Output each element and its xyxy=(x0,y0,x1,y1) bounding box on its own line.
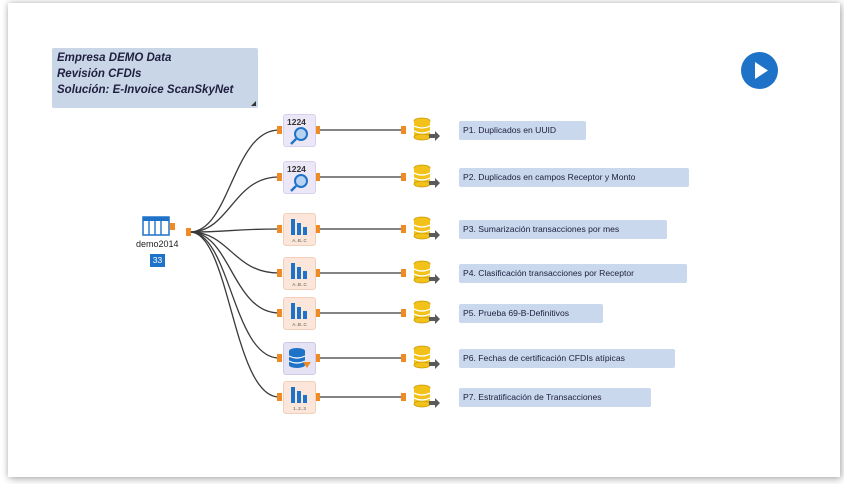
source-label: demo2014 xyxy=(136,239,179,249)
output-node-5[interactable] xyxy=(408,298,442,328)
output-database-icon xyxy=(413,345,440,369)
output-label-5: P5. Prueba 69-B-Definitivos xyxy=(459,304,603,323)
record-count-badge: 33 xyxy=(150,254,165,267)
tool-caption: 1..2..3 xyxy=(293,406,306,411)
run-button[interactable] xyxy=(741,52,778,89)
output-database-icon xyxy=(413,384,440,408)
summarize-icon: A..B..C xyxy=(291,219,307,243)
tool-caption: 1224 xyxy=(287,117,306,127)
workflow-comment-box[interactable]: Empresa DEMO Data Revisión CFDIs Solució… xyxy=(52,48,258,108)
tool-node-7[interactable]: 1..2..3 xyxy=(283,381,316,414)
output-database-icon xyxy=(413,260,440,284)
output-database-icon xyxy=(413,164,440,188)
output-database-icon xyxy=(413,300,440,324)
stratify-icon: 1..2..3 xyxy=(291,387,307,411)
input-table-icon xyxy=(142,216,175,236)
output-label-3: P3. Sumarización transacciones por mes xyxy=(459,220,667,239)
output-label-7: P7. Estratificación de Transacciones xyxy=(459,388,651,407)
tool-node-3[interactable]: A..B..C xyxy=(283,213,316,246)
tool-caption: A..B..C xyxy=(292,282,307,287)
output-label-6: P6. Fechas de certificación CFDIs atípic… xyxy=(459,349,675,368)
output-node-4[interactable] xyxy=(408,258,442,288)
sort-search-icon: 1224 xyxy=(287,117,308,145)
output-node-1[interactable] xyxy=(408,115,442,145)
output-node-2[interactable] xyxy=(408,162,442,192)
comment-line-company: Empresa DEMO Data xyxy=(57,52,172,64)
sort-search-icon: 1224 xyxy=(287,164,308,192)
comment-line-review: Revisión CFDIs xyxy=(57,68,142,80)
tool-node-1[interactable]: 1224 xyxy=(283,114,316,147)
output-node-6[interactable] xyxy=(408,343,442,373)
output-database-icon xyxy=(413,216,440,240)
play-icon xyxy=(755,62,768,79)
output-node-3[interactable] xyxy=(408,214,442,244)
comment-line-solution: Solución: E-Invoice ScanSkyNet xyxy=(57,84,234,96)
tool-caption: A..B..C xyxy=(292,322,307,327)
output-database-icon xyxy=(413,117,440,141)
summarize-icon: A..B..C xyxy=(291,303,307,327)
tool-node-2[interactable]: 1224 xyxy=(283,161,316,194)
output-node-7[interactable] xyxy=(408,382,442,412)
output-label-2: P2. Duplicados en campos Receptor y Mont… xyxy=(459,168,689,187)
database-process-icon xyxy=(288,348,311,368)
tool-node-6[interactable] xyxy=(283,342,316,375)
resize-corner-icon[interactable] xyxy=(251,101,256,106)
tool-caption: 1224 xyxy=(287,164,306,174)
source-input-node[interactable]: demo2014 33 xyxy=(132,214,182,268)
tool-node-4[interactable]: A..B..C xyxy=(283,257,316,290)
tool-caption: A..B..C xyxy=(292,238,307,243)
output-label-4: P4. Clasificación transacciones por Rece… xyxy=(459,264,687,283)
output-label-1: P1. Duplicados en UUID xyxy=(459,121,586,140)
tool-node-5[interactable]: A..B..C xyxy=(283,297,316,330)
summarize-icon: A..B..C xyxy=(291,263,307,287)
